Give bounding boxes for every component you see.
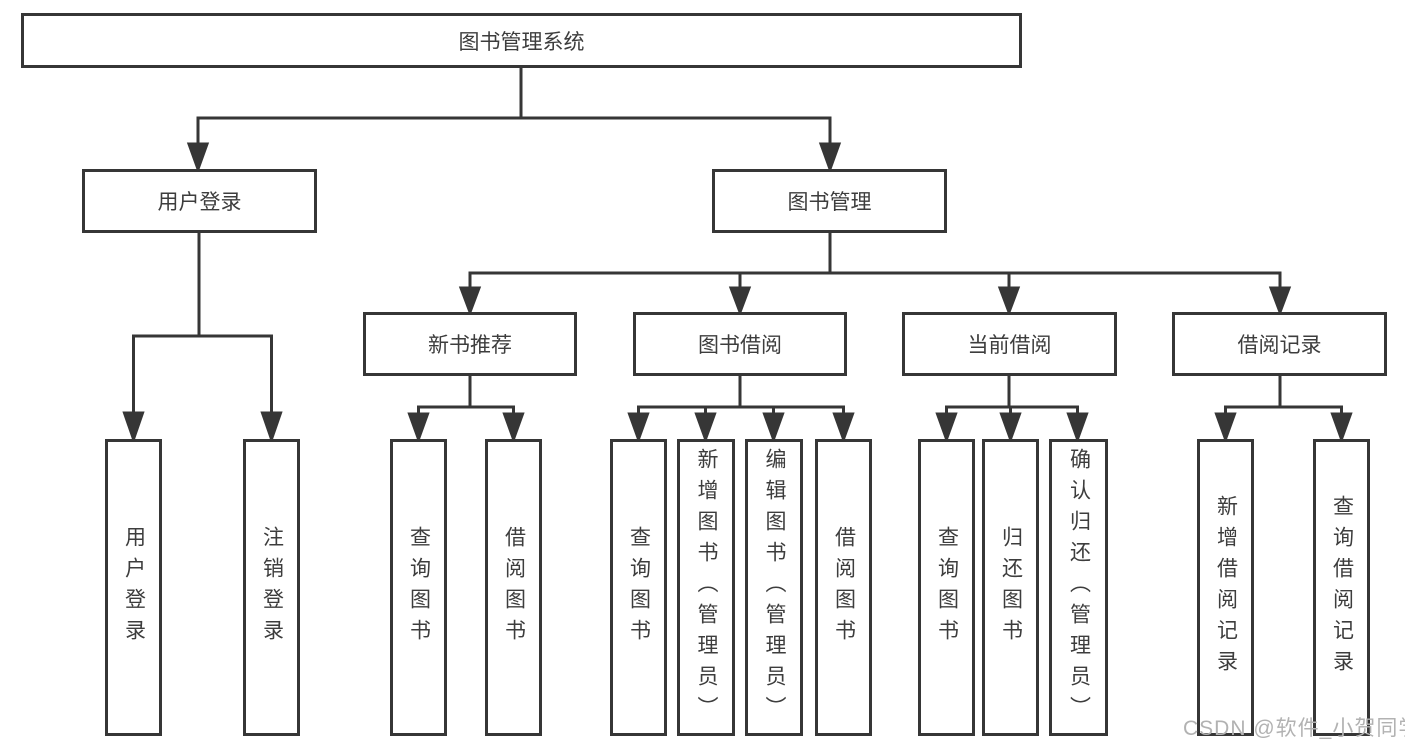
node-book-borrow-label: 图书借阅 (698, 334, 782, 357)
leaf-query-borrow-record: 查询借阅记录 (1313, 439, 1370, 736)
node-new-book-recommend-label: 新书推荐 (428, 334, 512, 357)
csdn-watermark: CSDN @软件_小贺同学 (1183, 717, 1405, 740)
leaf-user-login-label: 用户登录 (122, 525, 146, 650)
leaf-borrow-book-2: 借阅图书 (815, 439, 872, 736)
leaf-borrow-book-2-label: 借阅图书 (832, 525, 856, 650)
leaf-add-book-admin-label: 新增图书（管理员） (695, 448, 718, 727)
leaf-edit-book-admin-label: 编辑图书（管理员） (763, 448, 786, 727)
node-new-book-recommend: 新书推荐 (363, 312, 577, 376)
leaf-edit-book-admin: 编辑图书（管理员） (745, 439, 803, 736)
node-current-borrow-label: 当前借阅 (967, 334, 1052, 357)
leaf-query-borrow-record-label: 查询借阅记录 (1330, 494, 1354, 681)
leaf-add-book-admin: 新增图书（管理员） (677, 439, 735, 736)
leaf-return-book-label: 归还图书 (999, 525, 1023, 650)
leaf-add-borrow-record: 新增借阅记录 (1197, 439, 1254, 736)
leaf-logout-label: 注销登录 (260, 525, 284, 650)
root-node-library-system: 图书管理系统 (21, 13, 1022, 68)
node-borrow-records: 借阅记录 (1172, 312, 1387, 376)
branch-user-login: 用户登录 (82, 169, 317, 233)
leaf-query-book-3-label: 查询图书 (935, 525, 959, 650)
leaf-borrow-book-1-label: 借阅图书 (502, 525, 526, 650)
leaf-add-borrow-record-label: 新增借阅记录 (1214, 494, 1238, 681)
branch-user-login-label: 用户登录 (157, 191, 242, 214)
leaf-query-book-2-label: 查询图书 (627, 525, 651, 650)
node-book-borrow: 图书借阅 (633, 312, 847, 376)
branch-book-management-label: 图书管理 (787, 191, 872, 214)
leaf-confirm-return-admin: 确认归还（管理员） (1049, 439, 1108, 736)
leaf-query-book-3: 查询图书 (918, 439, 975, 736)
leaf-user-login: 用户登录 (105, 439, 162, 736)
leaf-query-book-2: 查询图书 (610, 439, 667, 736)
node-borrow-records-label: 借阅记录 (1237, 334, 1322, 357)
root-node-label: 图书管理系统 (458, 30, 585, 54)
leaf-return-book: 归还图书 (982, 439, 1039, 736)
leaf-borrow-book-1: 借阅图书 (485, 439, 542, 736)
leaf-query-book-1: 查询图书 (390, 439, 447, 736)
branch-book-management: 图书管理 (712, 169, 947, 233)
leaf-query-book-1-label: 查询图书 (407, 525, 431, 650)
leaf-logout: 注销登录 (243, 439, 300, 736)
leaf-confirm-return-admin-label: 确认归还（管理员） (1067, 448, 1091, 727)
node-current-borrow: 当前借阅 (902, 312, 1117, 376)
